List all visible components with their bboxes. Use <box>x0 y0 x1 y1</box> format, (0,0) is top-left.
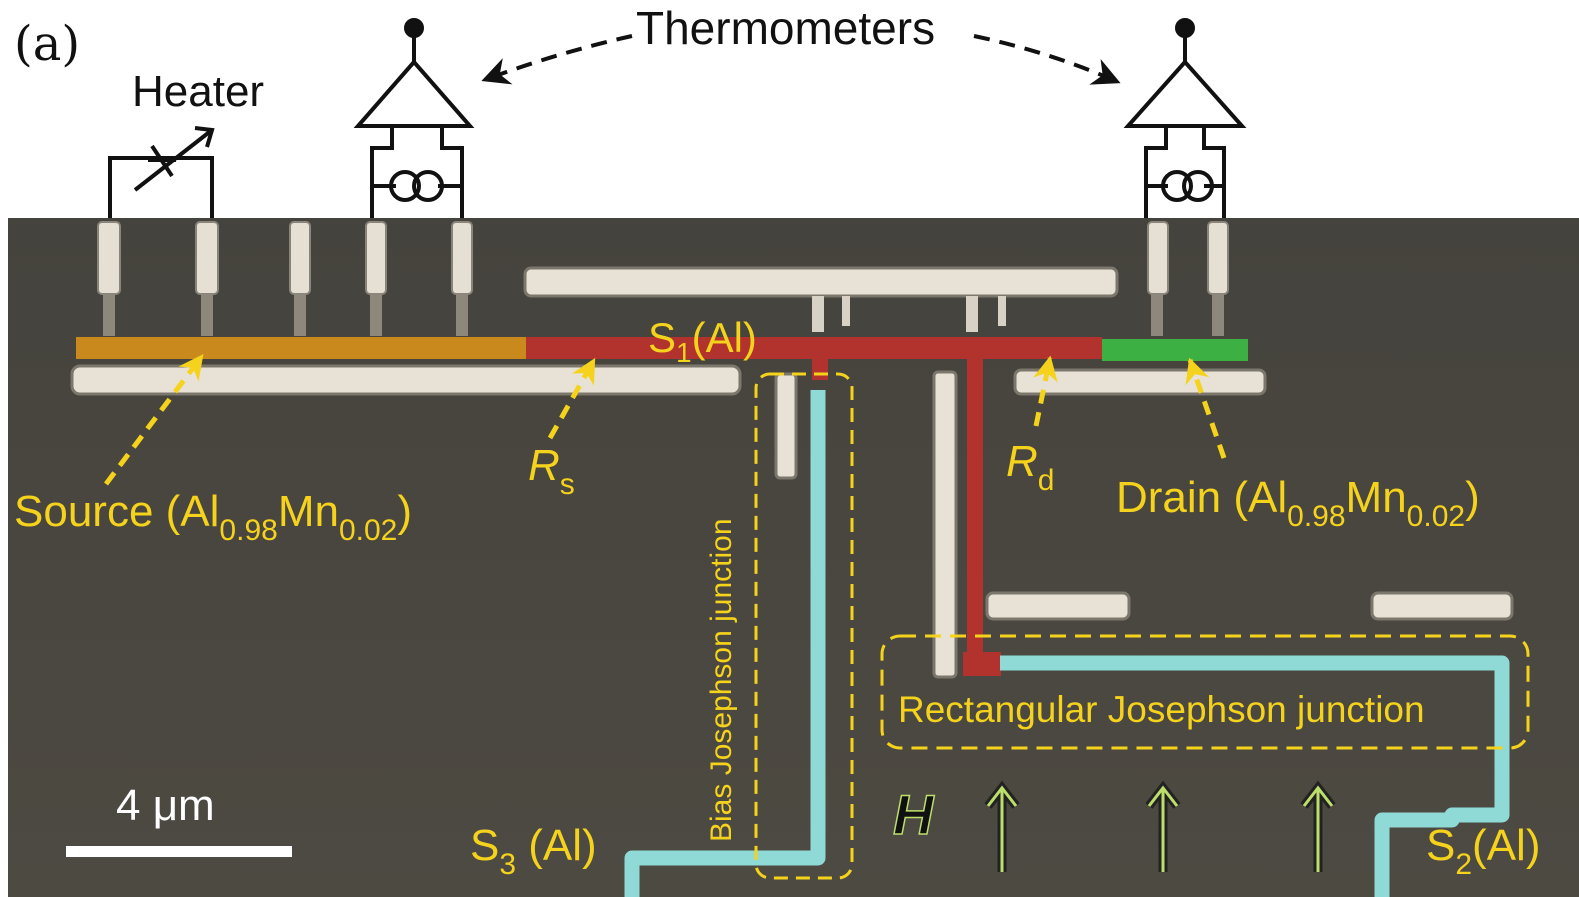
rs-label: Rs <box>528 441 575 501</box>
drain-pad <box>1102 339 1248 361</box>
rd-label: Rd <box>1006 437 1054 497</box>
drain-label-mid: Mn <box>1346 473 1407 522</box>
scale-bar <box>66 846 292 857</box>
source-label-mid: Mn <box>278 487 339 536</box>
drain-label-prefix: Drain (Al <box>1116 473 1287 522</box>
s1-label-base: S <box>648 314 676 361</box>
heater-symbol <box>108 126 215 218</box>
source-label-sub2: 0.02 <box>339 514 397 547</box>
s1-wire-vertical <box>967 355 983 655</box>
heater-label: Heater <box>132 67 264 116</box>
bias-junction-box <box>754 372 854 880</box>
panel-label: (a) <box>14 16 80 72</box>
scale-bar-label: 4 μm <box>116 781 215 830</box>
drain-label-sub1: 0.98 <box>1287 500 1345 533</box>
drain-label: Drain (Al0.98Mn0.02) <box>1116 473 1480 533</box>
field-arrows <box>984 780 1336 872</box>
thermometers-arrow-right <box>973 34 1121 85</box>
s1-label: S1(Al) <box>648 314 757 368</box>
s3-wire <box>624 390 826 897</box>
sem-image-background <box>8 218 1579 897</box>
s2-label: S2(Al) <box>1426 821 1540 881</box>
rd-label-base: R <box>1006 437 1038 486</box>
rs-label-base: R <box>528 441 560 490</box>
s3-label-base: S <box>470 821 499 870</box>
drain-label-sub2: 0.02 <box>1407 500 1465 533</box>
source-label-sub1: 0.98 <box>219 514 277 547</box>
s2-label-tail: (Al) <box>1472 821 1540 870</box>
rs-label-sub: s <box>560 468 575 501</box>
source-label-suffix: ) <box>397 487 412 536</box>
s1-wire-corner <box>963 652 1001 676</box>
thermometer-symbol-left <box>353 18 475 218</box>
s1-wire-horizontal <box>526 337 1102 359</box>
thermometers-label: Thermometers <box>636 2 935 54</box>
annotation-arrows <box>104 354 1227 486</box>
field-label: H <box>893 783 935 846</box>
s3-label: S3 (Al) <box>470 821 597 881</box>
rect-junction-box <box>880 634 1530 750</box>
s3-label-tail: (Al) <box>516 821 597 870</box>
source-label-prefix: Source (Al <box>14 487 219 536</box>
drain-label-suffix: ) <box>1465 473 1480 522</box>
s2-wire <box>1000 655 1510 897</box>
s3-label-sub: 3 <box>499 848 516 881</box>
rd-label-sub: d <box>1038 464 1055 497</box>
s2-label-base: S <box>1426 821 1455 870</box>
contact-leads <box>97 221 1229 295</box>
s1-label-sub: 1 <box>676 337 692 368</box>
s1-wire-left-drop <box>812 352 828 380</box>
s1-label-tail: (Al) <box>692 314 757 361</box>
thermometers-arrow-left <box>481 34 633 85</box>
s2-label-sub: 2 <box>1455 848 1472 881</box>
contact-necks <box>103 294 1224 336</box>
source-pad <box>76 337 526 359</box>
source-label: Source (Al0.98Mn0.02) <box>14 487 412 547</box>
bar-stubs <box>812 296 1006 332</box>
bias-junction-label: Bias Josephson junction <box>705 518 738 842</box>
thermometer-symbol-right <box>1123 18 1247 218</box>
rect-junction-label: Rectangular Josephson junction <box>898 689 1425 730</box>
